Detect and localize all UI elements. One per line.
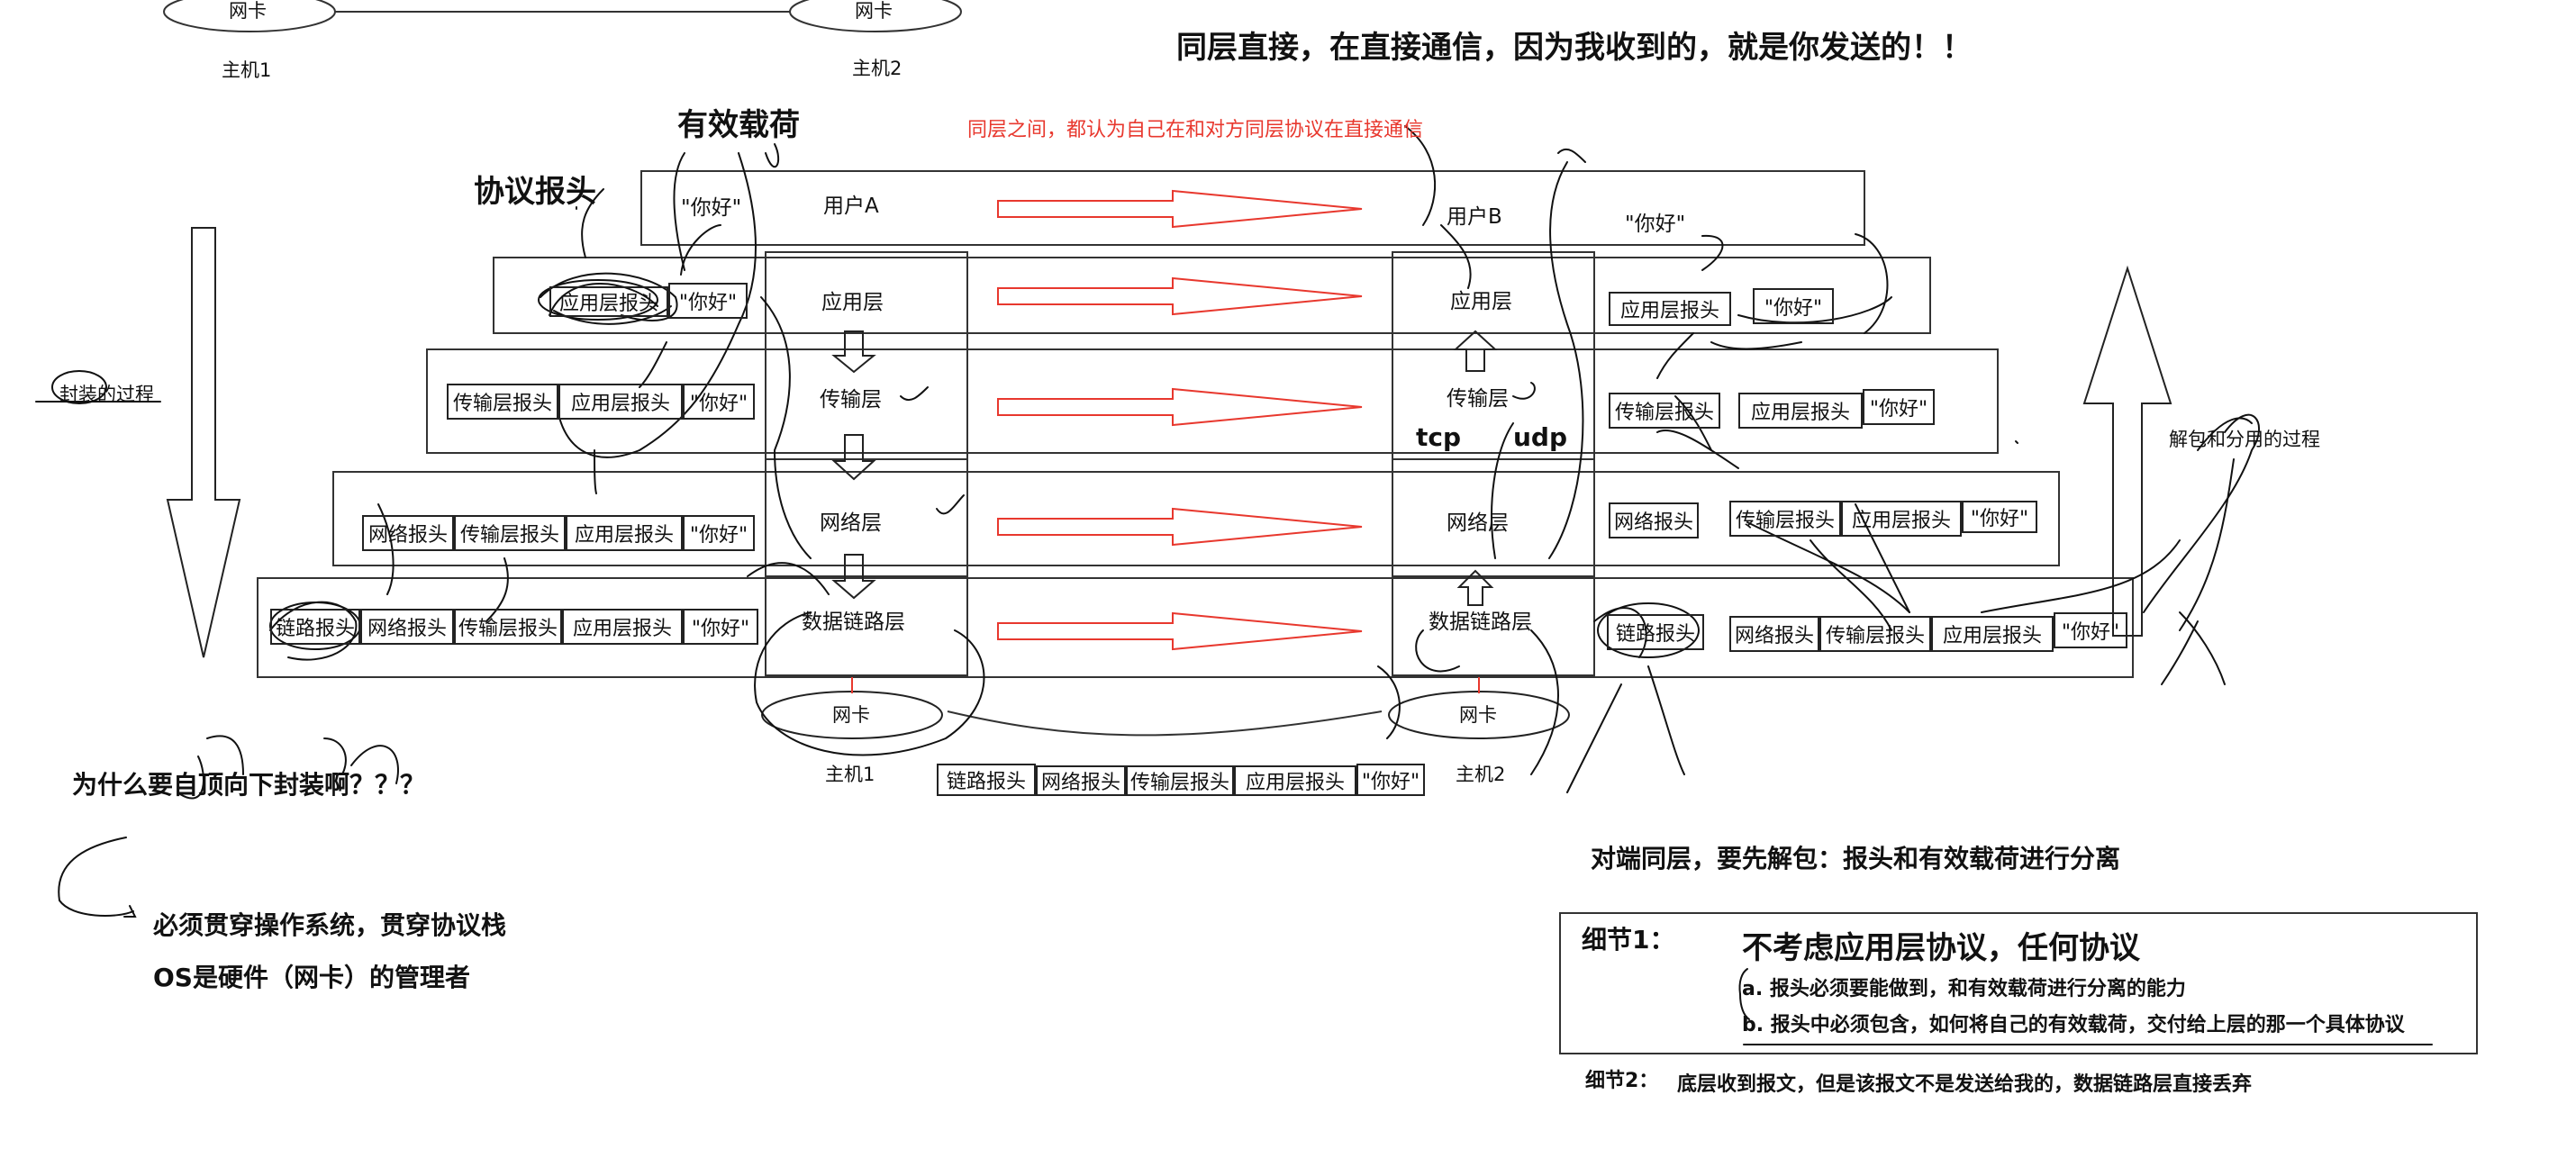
- left-layer-network: 网络层: [820, 511, 882, 535]
- row-app: [493, 257, 1931, 334]
- top-host1: 主机1: [222, 59, 272, 81]
- right-trans-header: 传输层报头: [1609, 393, 1720, 429]
- peer-arrows: [997, 189, 1363, 651]
- right-net-payload: "你好": [1962, 501, 2037, 533]
- right-net-trans-header: 传输层报头: [1729, 501, 1841, 537]
- left-net-trans-header: 传输层报头: [454, 515, 566, 551]
- right-trans-payload: "你好": [1863, 389, 1935, 425]
- wire-trans-header: 传输层报头: [1126, 765, 1234, 796]
- left-trans-payload: "你好": [683, 384, 755, 420]
- wire-app-header: 应用层报头: [1234, 765, 1356, 796]
- left-stack: [765, 251, 968, 676]
- left-link-trans-header: 传输层报头: [454, 609, 562, 645]
- right-app-payload: "你好": [1753, 288, 1834, 324]
- row-transport: [426, 348, 1999, 454]
- wire-payload: "你好": [1356, 764, 1425, 796]
- right-layer-transport: 传输层: [1447, 387, 1509, 411]
- right-layer-datalink: 数据链路层: [1429, 611, 1532, 634]
- left-app-header: 应用层报头: [549, 286, 668, 317]
- bottom-nic-2: 网卡: [1459, 704, 1497, 726]
- detail1-a: a. 报头必须要能做到，和有效载荷进行分离的能力: [1742, 978, 2186, 1000]
- detail1-box: [1559, 912, 2478, 1054]
- left-layer-app: 应用层: [821, 291, 884, 314]
- right-link-header: 链路报头: [1607, 614, 1704, 650]
- encap-arrow: [166, 227, 241, 658]
- right-net-app-header: 应用层报头: [1841, 501, 1962, 537]
- detail1-heading: 不考虑应用层协议，任何协议: [1742, 930, 2140, 966]
- right-net-header: 网络报头: [1609, 502, 1699, 538]
- wire-net-header: 网络报头: [1036, 765, 1126, 796]
- left-app-payload: "你好": [668, 283, 748, 319]
- left-link-header: 链路报头: [270, 609, 360, 645]
- row-network: [332, 471, 2060, 566]
- left-trans-app-header: 应用层报头: [558, 384, 683, 420]
- user-a: 用户A: [823, 195, 879, 218]
- right-layer-network: 网络层: [1447, 511, 1509, 535]
- left-link-app-header: 应用层报头: [562, 609, 683, 645]
- detail1-b: b. 报头中必须包含，如何将自己的有效载荷，交付给上层的那一个具体协议: [1742, 1014, 2405, 1036]
- decap-label: 解包和分用的过程: [2169, 429, 2320, 450]
- peer-note: 同层之间，都认为自己在和对方同层协议在直接通信: [967, 119, 1424, 141]
- top-host2: 主机2: [852, 58, 903, 79]
- tcp-label: tcp: [1416, 422, 1462, 452]
- detail2-title: 细节2：: [1585, 1070, 1659, 1092]
- row-datalink: [257, 577, 2134, 678]
- user-b-payload: "你好": [1625, 213, 1686, 236]
- top-nic-right: 网卡: [855, 0, 893, 22]
- user-b: 用户B: [1447, 205, 1502, 229]
- right-link-payload: "你好": [2054, 612, 2127, 648]
- peer-unpack: 对端同层，要先解包：报头和有效载荷进行分离: [1591, 844, 2121, 873]
- right-app-header: 应用层报头: [1609, 292, 1731, 326]
- bottom-host-2: 主机2: [1456, 764, 1506, 785]
- left-link-net-header: 网络报头: [360, 609, 454, 645]
- top-nic-left: 网卡: [229, 0, 267, 22]
- answer-2: OS是硬件（网卡）的管理者: [153, 963, 470, 992]
- detail1-title: 细节1：: [1582, 925, 1675, 954]
- left-layer-transport: 传输层: [820, 388, 882, 412]
- left-net-app-header: 应用层报头: [566, 515, 683, 551]
- right-link-net-header: 网络报头: [1729, 616, 1819, 652]
- answer-1: 必须贯穿操作系统，贯穿协议栈: [153, 910, 507, 940]
- right-link-app-header: 应用层报头: [1931, 616, 2054, 652]
- right-trans-app-header: 应用层报头: [1738, 393, 1863, 429]
- left-net-payload: "你好": [683, 515, 755, 551]
- question: 为什么要自顶向下封装啊？？？: [72, 770, 426, 800]
- right-layer-app: 应用层: [1450, 290, 1512, 313]
- left-net-header: 网络报头: [362, 515, 454, 551]
- decap-arrow: [2082, 265, 2172, 637]
- row-user: [640, 170, 1865, 246]
- left-layer-datalink: 数据链路层: [802, 611, 905, 634]
- detail2-text: 底层收到报文，但是该报文不是发送给我的，数据链路层直接丢弃: [1677, 1073, 2253, 1096]
- user-a-payload: "你好": [681, 196, 742, 220]
- udp-label: udp: [1513, 422, 1568, 452]
- left-trans-header: 传输层报头: [447, 384, 558, 420]
- left-link-payload: "你好": [683, 609, 758, 645]
- encap-label: 封装的过程: [59, 384, 154, 405]
- bottom-nic-1: 网卡: [832, 704, 870, 726]
- right-stack: [1392, 251, 1595, 676]
- headline: 同层直接，在直接通信，因为我收到的，就是你发送的！！: [1176, 30, 1973, 66]
- bottom-host-1: 主机1: [825, 764, 875, 785]
- payload-label: 有效载荷: [677, 107, 800, 143]
- right-link-trans-header: 传输层报头: [1819, 616, 1931, 652]
- wire-link-header: 链路报头: [937, 764, 1036, 796]
- header-label: 协议报头: [474, 174, 596, 210]
